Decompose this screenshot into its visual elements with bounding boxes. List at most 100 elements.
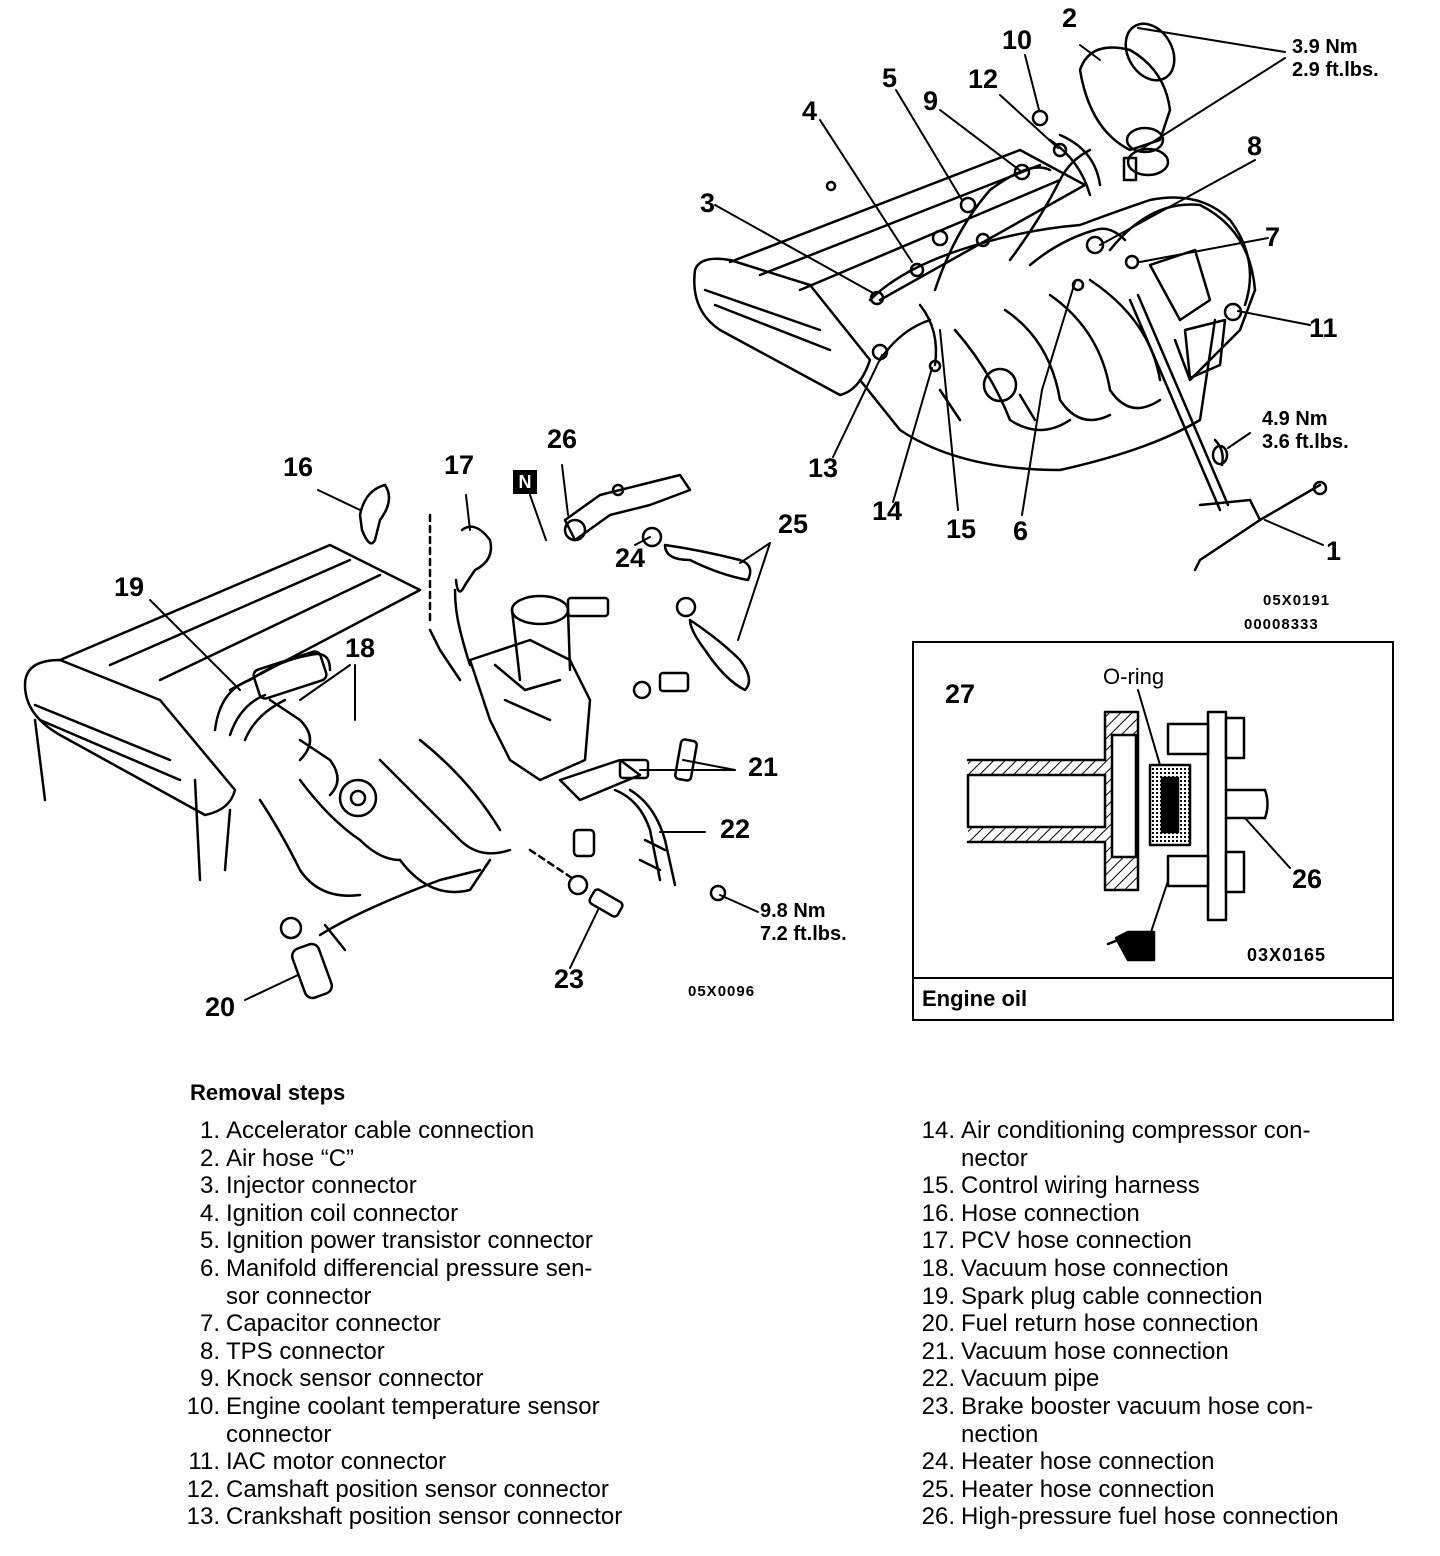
step-number: 9. [199,1365,220,1393]
step-number: 24. [921,1448,955,1476]
callout-12: 12 [968,64,999,94]
step-number: 8. [199,1337,220,1365]
step-number: 7. [199,1310,220,1338]
callout-2: 2 [1062,3,1078,33]
figure-code-upper: 05X0191 [1263,592,1331,609]
step-text: connector [226,1420,332,1448]
step-number: 12. [186,1475,220,1503]
callout-15: 15 [946,514,977,544]
step-text: Fuel return hose connection [961,1310,1259,1338]
list-item: 24.Heater hose connection [905,1448,1405,1476]
torque-metric: 4.9 Nm [1262,408,1328,430]
list-item: 15.Control wiring harness [905,1172,1405,1200]
list-item: 23.Brake booster vacuum hose con- [905,1393,1405,1421]
callout-23: 23 [554,964,585,994]
list-item: sor connector [170,1283,690,1311]
inset-caption: Engine oil [922,986,1028,1011]
step-text: TPS connector [226,1337,385,1365]
upper-engine-drawing [693,22,1328,572]
callout-18: 18 [345,633,376,663]
torque-imperial: 2.9 ft.lbs. [1292,59,1379,81]
list-item: 5.Ignition power transistor connector [170,1227,690,1255]
callout-20: 20 [205,992,236,1022]
step-number: 4. [199,1199,220,1227]
list-item: 1.Accelerator cable connection [170,1117,690,1145]
step-number: 18. [921,1254,955,1282]
list-item: 21.Vacuum hose connection [905,1338,1405,1366]
callout-14: 14 [872,496,903,526]
step-number: 26. [921,1503,955,1531]
step-text: nection [961,1420,1039,1448]
callout-19: 19 [114,572,145,602]
step-text: Control wiring harness [961,1172,1200,1200]
step-text: Engine coolant temperature sensor [226,1392,600,1420]
list-item: 12.Camshaft position sensor connector [170,1476,690,1504]
list-item: 2.Air hose “C” [170,1145,690,1173]
callout-8: 8 [1247,131,1263,161]
step-number: 10. [186,1392,220,1420]
list-item: 22.Vacuum pipe [905,1365,1405,1393]
list-item: 13.Crankshaft position sensor connector [170,1503,690,1531]
list-item: 3.Injector connector [170,1172,690,1200]
step-number: 2. [199,1144,220,1172]
callout-24: 24 [615,543,646,573]
callout-26-inset: 26 [1292,864,1323,894]
step-number [170,1421,226,1449]
callout-4: 4 [802,96,818,126]
list-item: nector [905,1145,1405,1173]
step-text: sor connector [226,1282,372,1310]
step-number: 19. [921,1282,955,1310]
step-text: Crankshaft position sensor connector [226,1503,623,1531]
step-text: nector [961,1144,1028,1172]
step-number [905,1145,961,1173]
step-text: Heater hose connection [961,1448,1215,1476]
step-number: 16. [921,1199,955,1227]
list-item: 9.Knock sensor connector [170,1365,690,1393]
step-number: 22. [921,1365,955,1393]
figure-code-inset: 03X0165 [1247,945,1327,965]
list-item: 25.Heater hose connection [905,1476,1405,1504]
removal-steps-left: 1.Accelerator cable connection 2.Air hos… [170,1117,690,1531]
torque-metric: 9.8 Nm [760,900,826,922]
leader-lines [149,27,1324,1001]
step-text: Air conditioning compressor con- [961,1117,1311,1144]
step-number: 6. [199,1254,220,1282]
list-item: 11.IAC motor connector [170,1448,690,1476]
removal-steps-title: Removal steps [190,1080,346,1105]
step-number: 15. [921,1172,955,1200]
step-number [170,1283,226,1311]
oring-cross-section [966,710,1269,962]
step-text: Vacuum hose connection [961,1254,1229,1282]
torque-metric: 3.9 Nm [1292,36,1358,58]
list-item: 19.Spark plug cable connection [905,1283,1405,1311]
step-text: Ignition power transistor connector [226,1227,593,1255]
torque-spec-hose-clamp: 3.9 Nm 2.9 ft.lbs. [1292,36,1379,82]
lower-engine-drawing [23,473,752,1000]
list-item: 14.Air conditioning compressor con- [905,1117,1405,1145]
step-text: Spark plug cable connection [961,1282,1263,1310]
step-number: 25. [921,1475,955,1503]
callout-1: 1 [1326,536,1342,566]
n-marker: N [513,470,537,494]
step-number: 20. [921,1310,955,1338]
step-text: Knock sensor connector [226,1365,484,1393]
step-text: Heater hose connection [961,1475,1215,1503]
step-text: Vacuum pipe [961,1365,1100,1393]
step-text: IAC motor connector [226,1448,447,1476]
list-item: 26.High-pressure fuel hose connection [905,1503,1405,1531]
step-text: Manifold differencial pressure sen- [226,1254,593,1282]
callout-11: 11 [1309,313,1338,343]
figure-code-upper-sub: 00008333 [1244,616,1319,633]
torque-spec-cable-bracket: 4.9 Nm 3.6 ft.lbs. [1262,408,1349,454]
callout-25: 25 [778,509,809,539]
step-number: 11. [188,1448,220,1476]
torque-spec-vacuum-pipe: 9.8 Nm 7.2 ft.lbs. [760,900,847,946]
callout-9: 9 [923,86,939,116]
callout-5: 5 [882,63,898,93]
callout-13: 13 [808,453,839,483]
step-number: 21. [921,1337,955,1365]
callout-6: 6 [1013,516,1029,546]
list-item: 8.TPS connector [170,1338,690,1366]
step-text: High-pressure fuel hose connection [961,1503,1339,1531]
step-number: 23. [921,1392,955,1420]
